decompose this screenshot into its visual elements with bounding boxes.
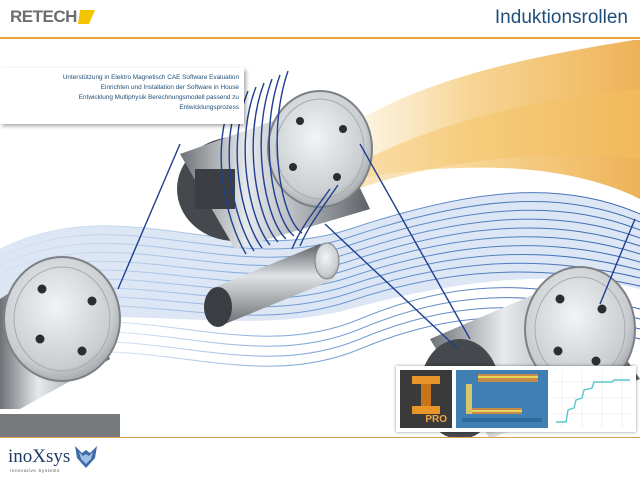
inoxsys-logo-text: inoXsys	[8, 446, 71, 467]
footer	[0, 437, 640, 480]
wolf-head-icon	[75, 446, 98, 468]
retech-logo-mark-icon	[77, 10, 95, 24]
page-title: Induktionsrollen	[494, 7, 628, 28]
simulation-screenshot	[456, 370, 548, 428]
description-textbox: Unterstützung in Elektro Magnetisch CAE …	[0, 68, 244, 124]
induction-rolls-image	[0, 39, 640, 437]
inoxsys-logo-subtitle: Innovative Systems	[10, 468, 60, 473]
footer-divider	[0, 437, 640, 438]
pro-label: PRO	[425, 414, 447, 425]
simulation-plot-icon	[456, 370, 548, 428]
step-response-icon	[552, 370, 632, 428]
result-graph	[552, 370, 632, 428]
i-beam-icon	[412, 376, 440, 414]
software-pro-tile: PRO	[400, 370, 452, 428]
software-panel: PRO	[396, 366, 636, 432]
description-line: Entwicklungsprozess	[179, 104, 239, 111]
description-line: Unterstützung in Elektro Magnetisch CAE …	[62, 74, 239, 81]
header-divider	[0, 37, 640, 39]
header: RETECH Induktionsrollen	[0, 0, 640, 40]
description-line: Einrichten und Installation der Software…	[100, 84, 239, 91]
retech-logo-text: RETECH	[10, 7, 77, 26]
retech-logo: RETECH	[10, 6, 96, 28]
description-line: Entwicklung Multiphysik Berechnungsmodel…	[78, 94, 239, 101]
inoxsys-logo: inoXsys Innovative Systems	[8, 446, 99, 473]
